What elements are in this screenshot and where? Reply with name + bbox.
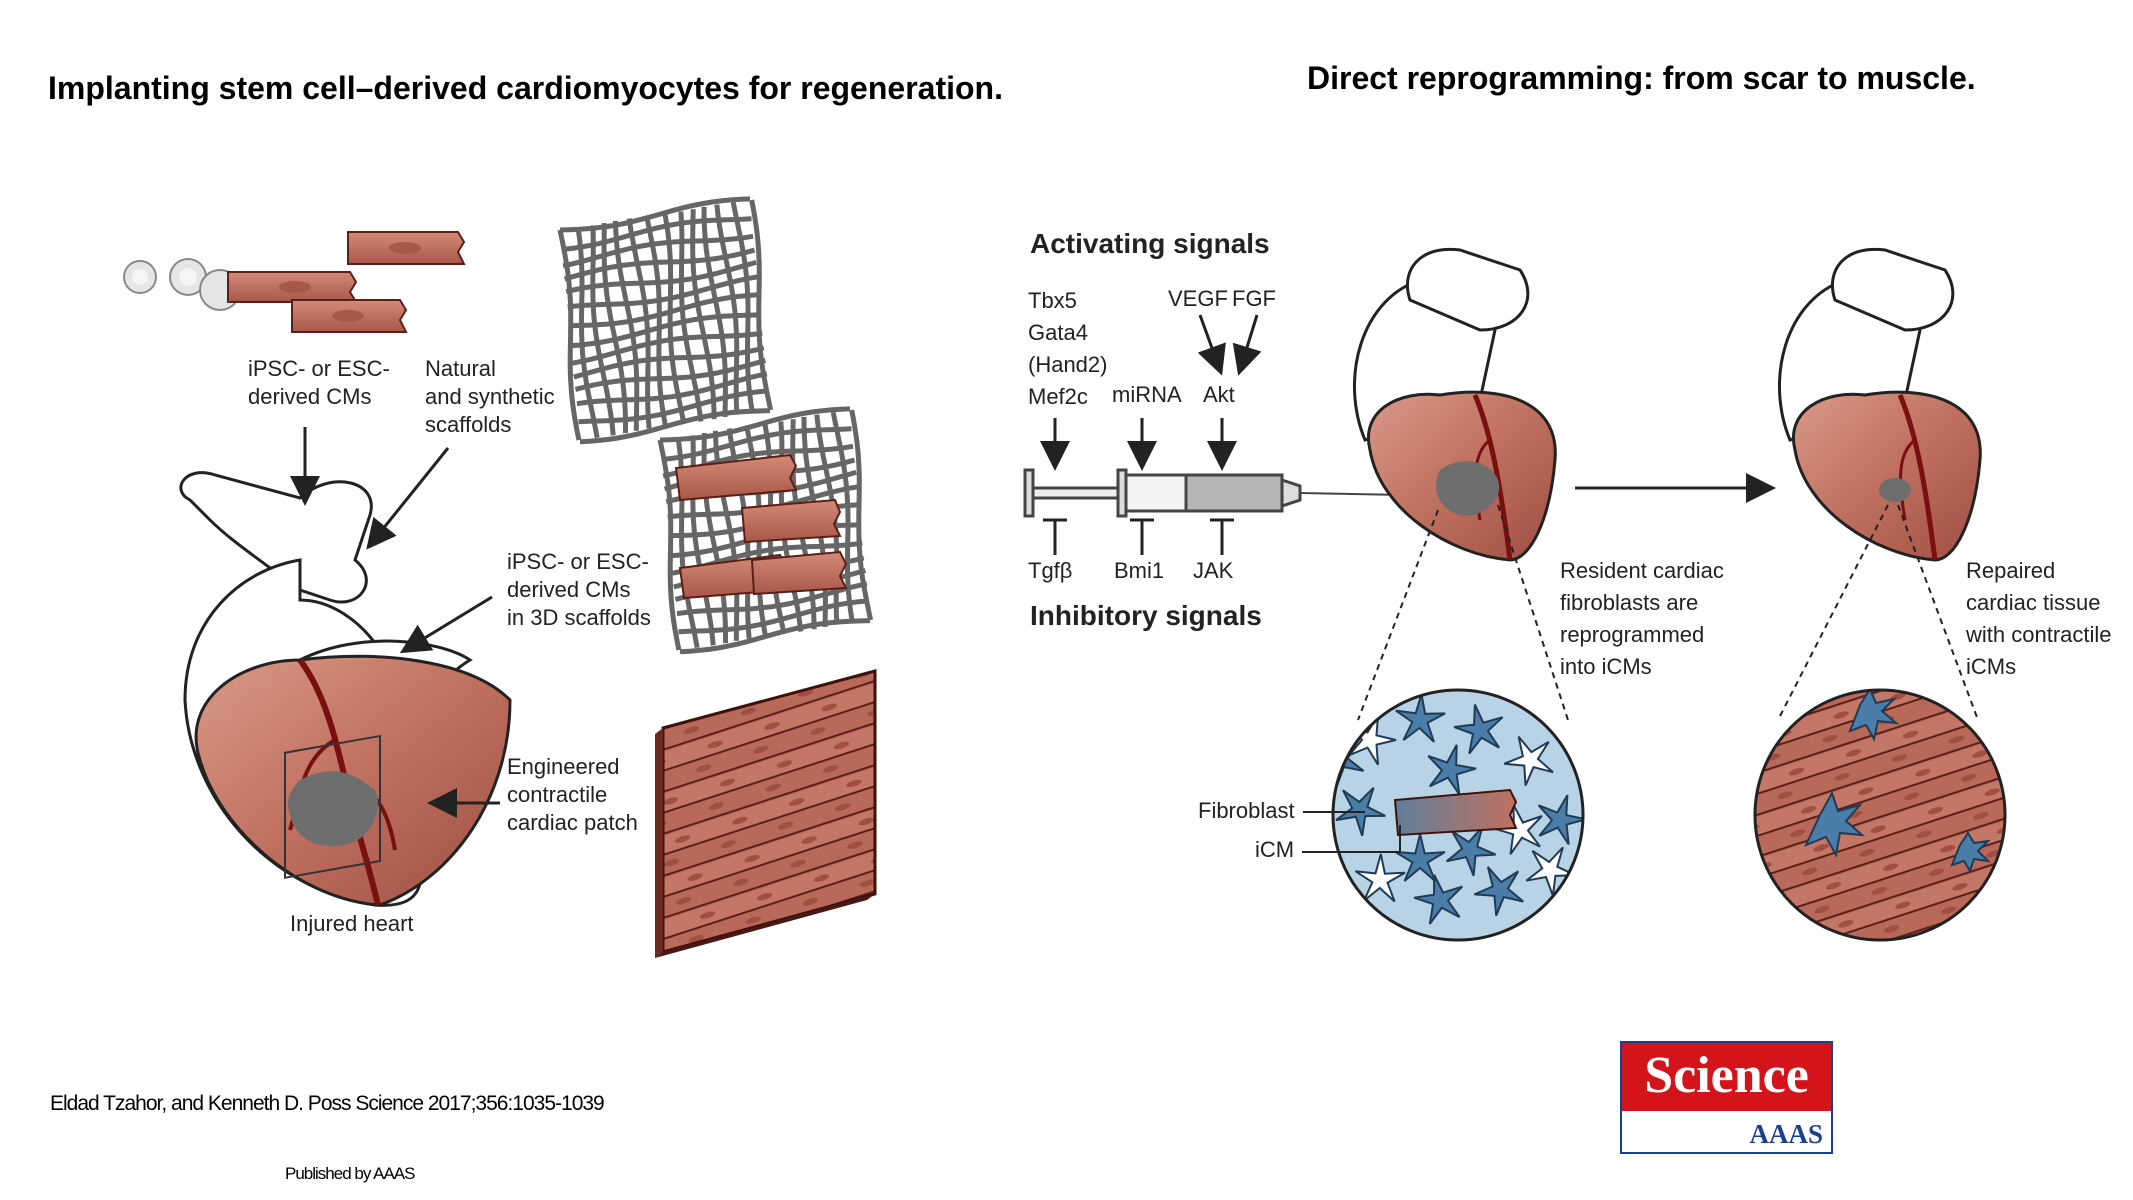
resident-line-4: into iCMs [1560, 654, 1652, 679]
icm-label: iCM [1255, 837, 1295, 862]
inhibitory-bars [1043, 518, 1234, 555]
citation: Eldad Tzahor, and Kenneth D. Poss Scienc… [50, 1092, 605, 1115]
patch-label: Engineered contractile cardiac patch [507, 753, 638, 837]
ipsc-cms-line-2: derived CMs [248, 384, 372, 409]
repaired-line-2: cardiac tissue [1966, 590, 2101, 615]
ipsc-3d-line-3: in 3D scaffolds [507, 605, 651, 630]
scaffold-3d-mesh [657, 406, 874, 655]
syringe [1023, 468, 1461, 518]
aaas-wordmark: AAAS [1749, 1119, 1823, 1149]
activating-factors-col1: Tbx5 Gata4 (Hand2) Mef2c [1028, 285, 1107, 413]
fibroblast-zoom [1331, 688, 1585, 942]
repaired-zoom [1753, 688, 2007, 942]
repaired-tissue-text: Repaired cardiac tissue with contractile… [1966, 555, 2112, 683]
ipsc-cms-line-1: iPSC- or ESC- [248, 356, 390, 381]
scaffolds-label: Natural and synthetic scaffolds [425, 355, 555, 439]
scaffolds-line-2: and synthetic [425, 384, 555, 409]
resident-fibroblasts-text: Resident cardiac fibroblasts are reprogr… [1560, 555, 1724, 683]
engineered-patch [655, 669, 877, 958]
factor-vegf: VEGF [1168, 286, 1228, 311]
cardiomyocytes [227, 231, 466, 333]
activating-arrows [1040, 314, 1262, 471]
published-by: Published by AAAS [285, 1164, 415, 1183]
inhibitor-bmi1: Bmi1 [1114, 558, 1165, 583]
scaffold-mesh [557, 196, 774, 445]
factor-hand2: (Hand2) [1028, 352, 1108, 377]
resident-line-2: fibroblasts are [1560, 590, 1699, 615]
inhibitory-signals-header: Inhibitory signals [1030, 600, 1262, 631]
factor-gata4: Gata4 [1028, 320, 1088, 345]
factor-akt: Akt [1203, 382, 1235, 407]
repaired-line-4: iCMs [1966, 654, 2017, 679]
science-logo: Science AAAS [1620, 1041, 1833, 1154]
activating-signals-header: Activating signals [1030, 228, 1270, 259]
fibroblast-label: Fibroblast [1198, 798, 1295, 823]
resident-line-3: reprogrammed [1560, 622, 1705, 647]
zoom-lines [1357, 504, 1979, 721]
injured-heart-label: Injured heart [290, 911, 414, 936]
heart-before [1353, 247, 1557, 562]
stem-cells [123, 258, 241, 311]
repaired-line-3: with contractile [1966, 622, 2112, 647]
ipsc-3d-label: iPSC- or ESC- derived CMs in 3D scaffold… [507, 548, 651, 632]
factor-mirna: miRNA [1112, 382, 1182, 407]
patch-line-1: Engineered [507, 754, 620, 779]
inhibitor-tgfb: Tgfβ [1028, 558, 1073, 583]
factor-mef2c: Mef2c [1028, 384, 1088, 409]
ipsc-3d-line-2: derived CMs [507, 577, 631, 602]
scaffolds-line-3: scaffolds [425, 412, 512, 437]
inhibitor-jak: JAK [1193, 558, 1234, 583]
science-wordmark: Science [1622, 1043, 1831, 1111]
repaired-line-1: Repaired [1966, 558, 2056, 583]
patch-line-3: cardiac patch [507, 810, 638, 835]
ipsc-cms-label: iPSC- or ESC- derived CMs [248, 355, 390, 411]
left-panel-arrows [290, 427, 500, 818]
ipsc-3d-line-1: iPSC- or ESC- [507, 549, 649, 574]
resident-line-1: Resident cardiac [1560, 558, 1724, 583]
heart-after [1778, 247, 1982, 562]
scaffolds-line-1: Natural [425, 356, 496, 381]
factor-tbx5: Tbx5 [1028, 288, 1077, 313]
scaffold-cells [674, 453, 848, 600]
label-pointers [1302, 811, 1401, 853]
injured-heart [179, 471, 512, 907]
factor-fgf: FGF [1232, 286, 1276, 311]
left-panel-title: Implanting stem cell–derived cardiomyocy… [48, 70, 1003, 106]
patch-line-2: contractile [507, 782, 608, 807]
right-panel-title: Direct reprogramming: from scar to muscl… [1307, 60, 1976, 96]
